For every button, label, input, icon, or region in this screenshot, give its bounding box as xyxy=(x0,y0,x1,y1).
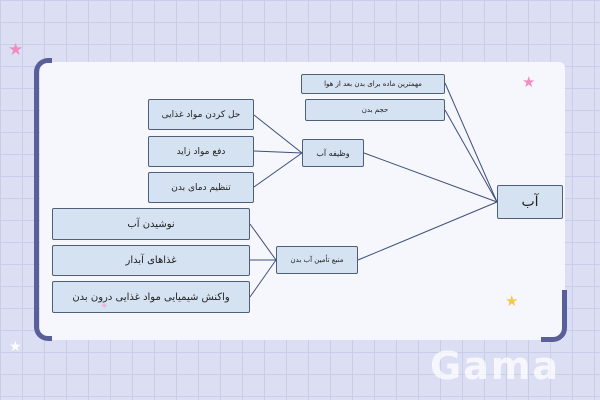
edge-root-fact1 xyxy=(444,82,498,203)
star-icon: ✦ xyxy=(100,301,109,312)
source-node: منبع تأمین آب بدن xyxy=(276,246,358,274)
source-item: غذاهای آبدار xyxy=(52,245,250,276)
function-item: تنظیم دمای بدن xyxy=(148,172,254,203)
star-icon: ★ xyxy=(8,40,24,60)
fact-node: حجم بدن xyxy=(305,99,445,121)
right-bracket-decoration xyxy=(541,290,567,342)
edge-function-2 xyxy=(253,150,303,154)
gama-logo: Gama xyxy=(430,344,561,388)
edge-function-1 xyxy=(253,114,303,154)
star-icon: ★ xyxy=(9,339,22,355)
edge-root-source xyxy=(357,201,498,261)
edge-source-3 xyxy=(249,259,277,298)
edge-function-3 xyxy=(253,152,303,188)
source-item: واکنش شیمیایی مواد غذایی درون بدن xyxy=(52,281,250,313)
star-icon: ★ xyxy=(505,292,519,310)
edge-source-1 xyxy=(249,223,277,261)
edge-root-fact2 xyxy=(444,109,498,203)
function-item: حل کردن مواد غذایی xyxy=(148,99,254,130)
fact-node: مهمترین ماده برای بدن بعد از هوا xyxy=(301,74,445,94)
edge-root-function xyxy=(363,152,498,203)
source-item: نوشیدن آب xyxy=(52,208,250,240)
left-bracket-decoration xyxy=(34,58,52,341)
function-node: وظیفه آب xyxy=(302,139,364,167)
function-item: دفع مواد زاید xyxy=(148,136,254,167)
root-node: آب xyxy=(497,185,563,219)
star-icon: ★ xyxy=(522,73,536,91)
